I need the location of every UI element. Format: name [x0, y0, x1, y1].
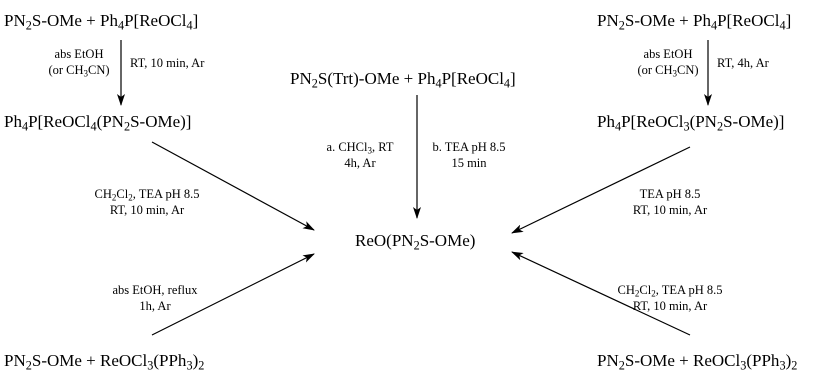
condition-line: CH2Cl2, TEA pH 8.5 [617, 283, 723, 299]
condition-line: 1h, Ar [139, 299, 171, 313]
condition-line: 4h, Ar [344, 156, 376, 170]
species-bottom-left-reactants: PN2S-OMe + ReOCl3(PPh3)2 [4, 351, 205, 373]
condition-line: a. CHCl3, RT [326, 140, 394, 156]
condition-line: b. TEA pH 8.5 [432, 140, 506, 154]
condition-line: 15 min [451, 156, 487, 170]
arrow-right-lower [511, 251, 691, 336]
condition-line: RT, 10 min, Ar [632, 203, 708, 217]
conditions-top-left-time: RT, 10 min, Ar [130, 55, 204, 71]
condition-line: (or CH3CN) [48, 63, 110, 79]
condition-line: abs EtOH, reflux [112, 283, 198, 297]
condition-line: RT, 10 min, Ar [632, 299, 708, 313]
condition-line: RT, 10 min, Ar [109, 203, 185, 217]
conditions-top-left-solvent: abs EtOH (or CH3CN) [45, 46, 113, 78]
conditions-left-lower: abs EtOH, reflux 1h, Ar [100, 282, 210, 314]
species-left-intermediate: Ph4P[ReOCl4(PN2S-OMe)] [4, 112, 192, 134]
condition-line: RT, 10 min, Ar [130, 56, 205, 70]
condition-line: TEA pH 8.5 [639, 187, 701, 201]
species-top-right-reactants: PN2S-OMe + Ph4P[ReOCl4] [597, 11, 792, 33]
conditions-center-step-b: b. TEA pH 8.5 15 min [424, 139, 514, 171]
species-bottom-right-reactants: PN2S-OMe + ReOCl3(PPh3)2 [597, 351, 798, 373]
species-top-left-reactants: PN2S-OMe + Ph4P[ReOCl4] [4, 11, 199, 33]
condition-line: abs EtOH [54, 47, 104, 61]
condition-line: CH2Cl2, TEA pH 8.5 [94, 187, 200, 203]
conditions-top-right-solvent: abs EtOH (or CH3CN) [634, 46, 702, 78]
species-center-reactants: PN2S(Trt)-OMe + Ph4P[ReOCl4] [290, 69, 516, 91]
arrow-left-upper [151, 141, 315, 231]
conditions-top-right-time: RT, 4h, Ar [717, 55, 769, 71]
arrow-left-lower [151, 253, 315, 336]
species-right-intermediate: Ph4P[ReOCl3(PN2S-OMe)] [597, 112, 785, 134]
arrow-right-upper [511, 146, 691, 234]
condition-line: abs EtOH [643, 47, 693, 61]
species-product: ReO(PN2S-OMe) [355, 231, 476, 253]
condition-line: (or CH3CN) [637, 63, 699, 79]
condition-line: RT, 4h, Ar [717, 56, 769, 70]
